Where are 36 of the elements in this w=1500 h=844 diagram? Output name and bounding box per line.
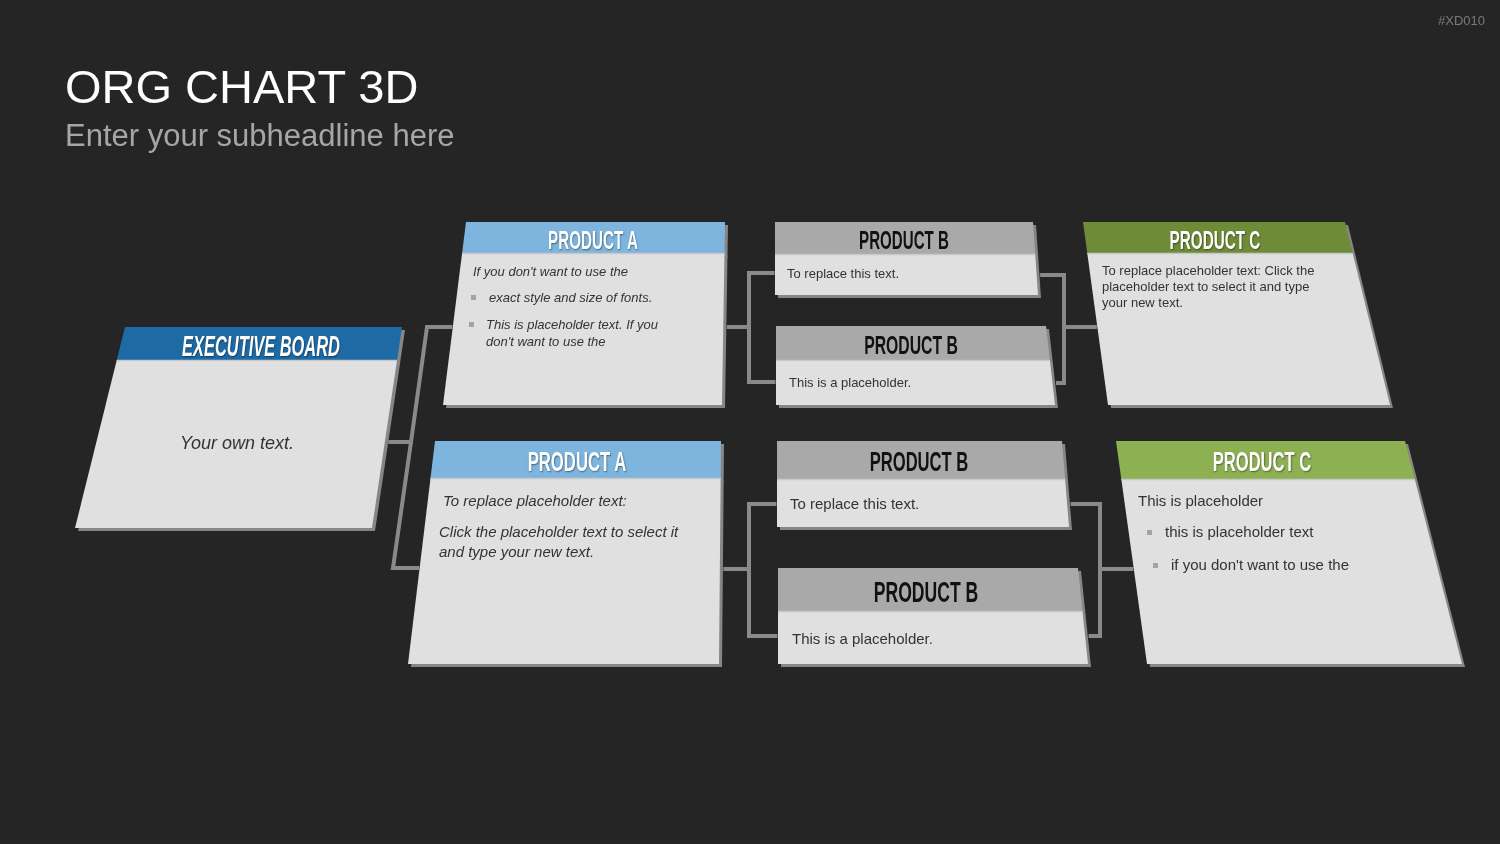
connector-line	[747, 327, 776, 384]
card-text: This is placeholder text. If you don't want to use the	[486, 316, 659, 350]
card-heading: PRODUCT B	[859, 227, 949, 253]
card-text: This is a placeholder.	[789, 375, 912, 391]
card-heading: EXECUTIVE BOARD	[182, 331, 340, 361]
card-text: exact style and size of fonts.	[489, 289, 653, 306]
card-heading: PRODUCT C	[1169, 227, 1261, 253]
card-text: if you don't want to use the	[1171, 555, 1349, 575]
card-heading: PRODUCT A	[527, 448, 627, 476]
connector-line	[747, 271, 775, 327]
card-heading: PRODUCT A	[548, 227, 638, 253]
card-heading: PRODUCT B	[873, 577, 979, 607]
card-text: If you don't want to use the	[473, 263, 628, 280]
connector-line	[409, 325, 453, 443]
connector-line	[747, 502, 777, 569]
card-text: Click the placeholder text to select it and type your new text.	[439, 522, 680, 562]
card-text: To replace placeholder text:	[443, 491, 627, 511]
subtitle: Enter your subheadline here	[65, 120, 455, 151]
card-heading: PRODUCT C	[1212, 448, 1312, 476]
card-heading: PRODUCT B	[864, 332, 958, 358]
card-text: This is placeholder	[1138, 491, 1264, 511]
card-text: To replace placeholder text: Click the placeholder text to select it and type your new text.	[1102, 263, 1316, 311]
slide-code: #XD010	[1438, 14, 1485, 27]
connector-line	[1056, 327, 1066, 385]
connector-line	[1088, 569, 1102, 638]
connector-line	[390, 441, 420, 570]
connector-line	[747, 569, 778, 638]
connector-line	[1040, 273, 1066, 327]
card-text: this is placeholder text	[1165, 522, 1314, 542]
card-text: To replace this text.	[790, 494, 920, 514]
slide-title: ORG CHART 3D	[65, 63, 419, 110]
card-text: To replace this text.	[787, 266, 899, 282]
card-text: This is a placeholder.	[792, 629, 933, 649]
card-heading: PRODUCT B	[869, 448, 969, 476]
connector-line	[1070, 502, 1102, 569]
card-text: Your own text.	[178, 432, 296, 454]
